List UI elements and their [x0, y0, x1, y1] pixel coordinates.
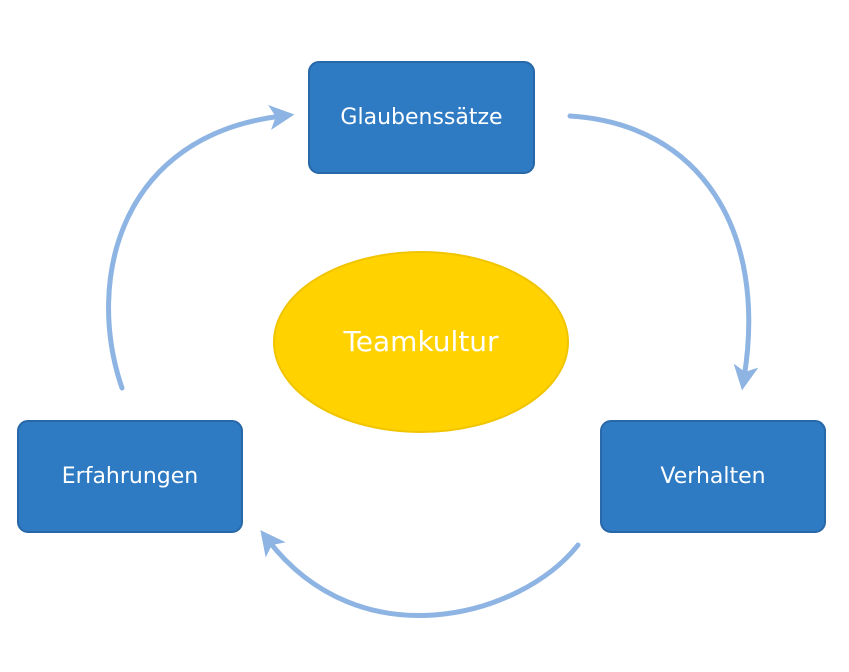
- node-verhalten: Verhalten: [600, 420, 826, 533]
- node-erfahrungen-label: Erfahrungen: [62, 464, 199, 489]
- node-verhalten-label: Verhalten: [660, 464, 765, 489]
- node-glaubenssaetze: Glaubenssätze: [308, 61, 535, 174]
- center-node: Teamkultur: [273, 251, 569, 433]
- center-ellipse: [273, 251, 569, 433]
- node-glaubenssaetze-box: [308, 61, 535, 174]
- arrow-erfahrungen-to-glaubenssaetze: [106, 105, 295, 391]
- arrow-verhalten-to-erfahrungen: [260, 530, 581, 618]
- arrow-glaubenssaetze-to-verhalten: [567, 113, 759, 391]
- node-erfahrungen-box: [17, 420, 243, 533]
- node-glaubenssaetze-label: Glaubenssätze: [340, 105, 502, 130]
- node-erfahrungen: Erfahrungen: [17, 420, 243, 533]
- center-label: Teamkultur: [342, 325, 499, 358]
- node-verhalten-box: [600, 420, 826, 533]
